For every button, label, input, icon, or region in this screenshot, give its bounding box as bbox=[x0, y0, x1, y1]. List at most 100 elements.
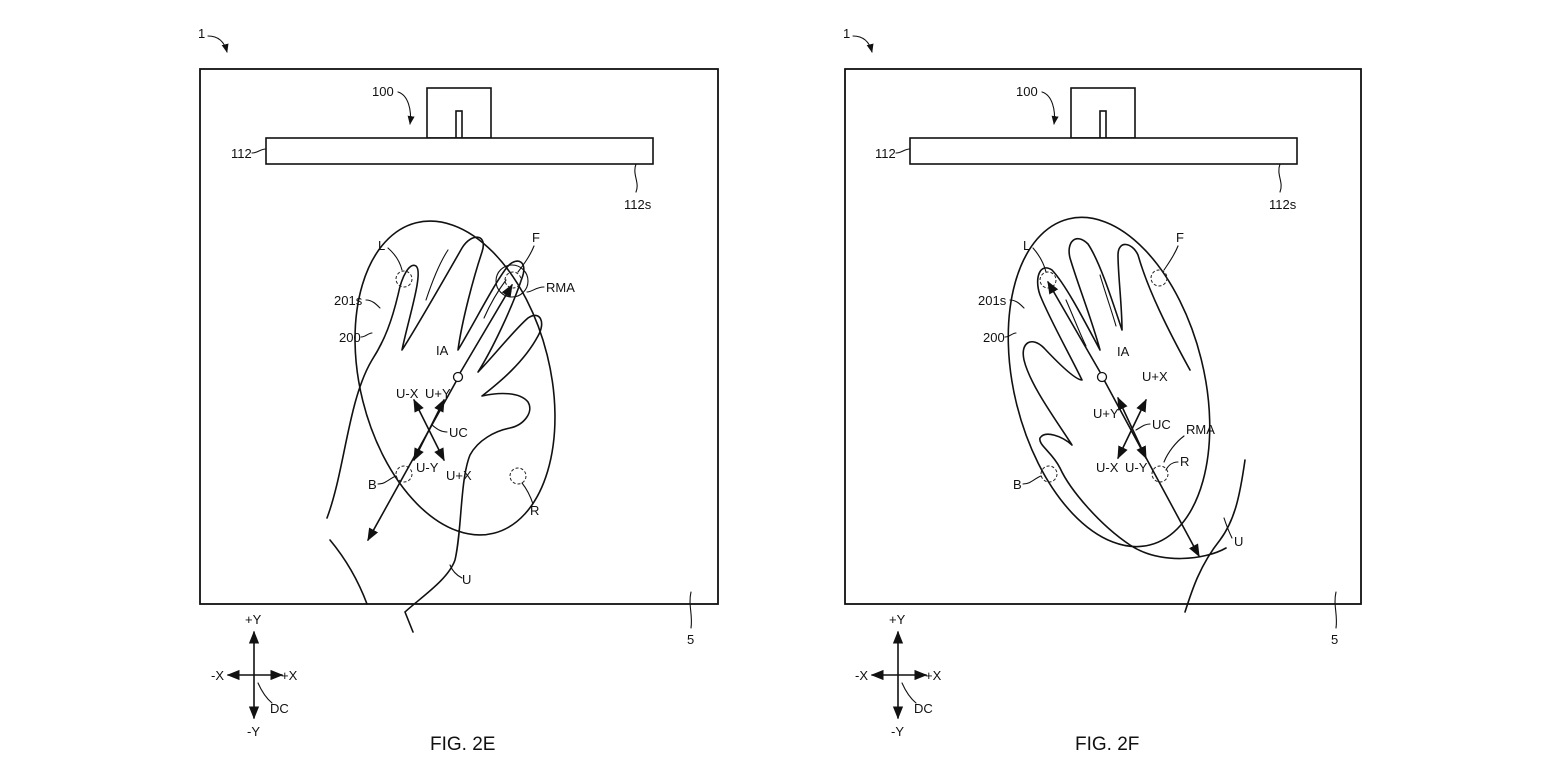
leader-left bbox=[387, 247, 403, 271]
leader-front bbox=[1163, 245, 1179, 271]
axis-y-user bbox=[1117, 396, 1147, 460]
leader-surface bbox=[689, 591, 693, 629]
device-coordinates: +Y -Y -X +X DC bbox=[855, 612, 942, 739]
contact-point-right bbox=[509, 467, 527, 485]
label-u-plus-x: U+X bbox=[1142, 369, 1168, 384]
contact-point-left bbox=[395, 270, 413, 288]
leader-u bbox=[449, 564, 463, 579]
pointer-arrow-system bbox=[207, 35, 229, 53]
finger-gap-2 bbox=[483, 279, 507, 319]
leader-dc bbox=[257, 682, 273, 704]
label-display: 112 bbox=[231, 146, 252, 161]
device-coordinates: +Y -Y -X +X DC bbox=[211, 612, 298, 739]
object-200-outline bbox=[354, 220, 556, 536]
label-hand-surface: 201s bbox=[978, 293, 1007, 308]
leader-rma bbox=[526, 286, 545, 293]
leader-left bbox=[1032, 247, 1047, 273]
label-rma: RMA bbox=[546, 280, 575, 295]
label-dc-plus-y: +Y bbox=[245, 612, 262, 627]
surface-5-outline bbox=[844, 68, 1362, 605]
ia-point bbox=[452, 371, 464, 383]
surface-5-outline bbox=[199, 68, 719, 605]
leader-rma bbox=[1163, 435, 1185, 463]
label-surface: 5 bbox=[1331, 632, 1338, 647]
figure-2f: 1 5 100 112 112s L F 201s bbox=[843, 26, 1362, 755]
pointer-arrow-device bbox=[397, 91, 415, 125]
label-ia: IA bbox=[1117, 344, 1130, 359]
display-112 bbox=[909, 137, 1298, 165]
label-dc-minus-y: -Y bbox=[247, 724, 260, 739]
leader-dc bbox=[901, 682, 917, 704]
label-dc-minus-y: -Y bbox=[891, 724, 904, 739]
leader-uc bbox=[431, 424, 448, 433]
label-front: F bbox=[532, 230, 540, 245]
label-left: L bbox=[378, 238, 385, 253]
leader-hand bbox=[1004, 332, 1017, 338]
leader-hand bbox=[360, 332, 373, 338]
display-112 bbox=[265, 137, 654, 165]
label-u-plus-x: U+X bbox=[446, 468, 472, 483]
axis-u-minus-y-long bbox=[367, 377, 459, 542]
label-back: B bbox=[368, 477, 377, 492]
label-right: R bbox=[1180, 454, 1189, 469]
label-u-minus-y: U-Y bbox=[416, 460, 439, 475]
device-100-stem bbox=[1099, 110, 1107, 139]
label-dc-minus-x: -X bbox=[211, 668, 224, 683]
label-hand: 200 bbox=[339, 330, 361, 345]
label-display-surface: 112s bbox=[624, 197, 652, 212]
wrist-line bbox=[329, 539, 368, 605]
label-dc-minus-x: -X bbox=[855, 668, 868, 683]
label-uc: UC bbox=[1152, 417, 1171, 432]
label-display-surface: 112s bbox=[1269, 197, 1297, 212]
label-right: R bbox=[530, 503, 539, 518]
contact-point-back bbox=[1040, 465, 1058, 483]
contact-point-front bbox=[1150, 269, 1168, 287]
hand-outline bbox=[1022, 238, 1227, 560]
label-u: U bbox=[462, 572, 471, 587]
device-100-stem bbox=[455, 110, 463, 139]
pointer-arrow-device bbox=[1041, 91, 1059, 125]
leader-right bbox=[521, 482, 534, 505]
hand-right-edge bbox=[1184, 459, 1246, 613]
leader-display bbox=[895, 148, 911, 154]
leader-right bbox=[1165, 461, 1179, 471]
figure-caption: FIG. 2F bbox=[1075, 734, 1139, 755]
label-hand: 200 bbox=[983, 330, 1005, 345]
contact-point-right bbox=[1151, 465, 1169, 483]
label-u-plus-y: U+Y bbox=[1093, 406, 1119, 421]
label-left: L bbox=[1023, 238, 1030, 253]
leader-display-surface bbox=[634, 163, 638, 193]
label-dc: DC bbox=[270, 701, 289, 716]
label-ia: IA bbox=[436, 343, 449, 358]
label-dc-plus-x: +X bbox=[925, 668, 942, 683]
leader-display bbox=[251, 148, 267, 154]
contact-point-front bbox=[504, 271, 522, 289]
finger-gap-1 bbox=[425, 249, 449, 301]
pointer-arrow-system bbox=[852, 35, 874, 53]
ia-point bbox=[1096, 371, 1108, 383]
leader-back bbox=[377, 475, 397, 485]
rma-circle bbox=[495, 264, 529, 298]
label-device: 100 bbox=[372, 84, 394, 99]
label-dc-plus-y: +Y bbox=[889, 612, 906, 627]
label-surface: 5 bbox=[687, 632, 694, 647]
finger-gap-1 bbox=[1065, 299, 1087, 347]
label-system: 1 bbox=[198, 26, 205, 41]
leader-hand-surface bbox=[365, 299, 381, 309]
object-200-outline bbox=[1007, 216, 1211, 548]
figure-caption: FIG. 2E bbox=[430, 734, 495, 755]
label-system: 1 bbox=[843, 26, 850, 41]
leader-uc bbox=[1135, 423, 1151, 431]
leader-surface bbox=[1334, 591, 1338, 629]
leader-back bbox=[1022, 475, 1042, 485]
label-u-minus-y: U-Y bbox=[1125, 460, 1148, 475]
axis-y-user bbox=[413, 398, 445, 462]
label-u-plus-y: U+Y bbox=[425, 386, 451, 401]
label-display: 112 bbox=[875, 146, 896, 161]
label-dc-plus-x: +X bbox=[281, 668, 298, 683]
leader-hand-surface bbox=[1009, 299, 1025, 309]
leader-display-surface bbox=[1278, 163, 1282, 193]
contact-point-left bbox=[1039, 271, 1057, 289]
leader-u bbox=[1223, 517, 1233, 539]
